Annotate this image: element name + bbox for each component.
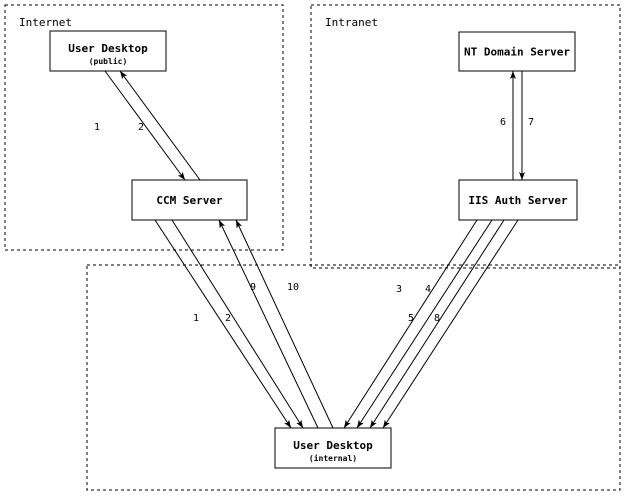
flow-line (382, 219, 519, 429)
node-box-iis-auth-server[interactable] (458, 179, 578, 221)
flow-line (154, 219, 292, 429)
node-box-user-desktop-internal[interactable] (274, 427, 392, 469)
node-box-nt-domain-server[interactable] (458, 31, 576, 72)
flow-step-label-1: 1 (94, 122, 100, 133)
zone-boundary-internal (86, 264, 621, 491)
zone-label-intranet: Intranet (325, 16, 378, 29)
zone-intranet: Intranet (310, 4, 621, 269)
node-box-ccm-server[interactable] (131, 179, 248, 221)
node-iis-auth-server[interactable]: IIS Auth Server (458, 179, 578, 221)
flow-layer (104, 70, 525, 429)
node-title-nt-domain-server: NT Domain Server (464, 46, 570, 59)
flow-step-label-10: 10 (287, 282, 299, 293)
flow-label-layer: 1 2 1 2 9 10 3 4 5 8 6 7 (94, 117, 534, 324)
flow-arrow-4-iis-auth-server-to-user-desktop-internal (356, 219, 493, 429)
flow-step-label-2: 2 (138, 122, 144, 133)
node-user-desktop-internal[interactable]: User Desktop(internal) (274, 427, 392, 469)
flow-step-label-5: 5 (408, 313, 414, 324)
node-title-user-desktop-internal: User Desktop (293, 439, 373, 452)
flow-step-label-4: 4 (425, 284, 431, 295)
flow-arrow-3-iis-auth-server-to-user-desktop-internal (343, 219, 478, 429)
node-box-user-desktop-public[interactable] (49, 30, 167, 72)
flow-line (235, 219, 334, 429)
flow-step-label-7: 7 (528, 117, 534, 128)
node-subtitle-user-desktop-internal: (internal) (309, 453, 357, 463)
flow-step-label-2: 2 (225, 313, 231, 324)
zone-layer: Internet Intranet (4, 4, 621, 491)
node-title-ccm-server: CCM Server (156, 194, 223, 207)
flow-arrow-8-iis-auth-server-to-user-desktop-internal (382, 219, 519, 429)
flow-line (356, 219, 493, 429)
zone-boundary-intranet (310, 4, 621, 269)
zone-boundary-internet (4, 4, 284, 251)
flow-arrow-2-ccm-server-to-user-desktop-internal (171, 219, 304, 429)
node-title-user-desktop-public: User Desktop (68, 42, 148, 55)
flow-arrow-10-user-desktop-internal-to-ccm-server (235, 219, 334, 429)
flow-line (218, 219, 319, 429)
node-title-iis-auth-server: IIS Auth Server (468, 194, 568, 207)
flow-arrow-2-ccm-server-to-user-desktop-public (119, 70, 201, 181)
flow-arrow-1-ccm-server-to-user-desktop-internal (154, 219, 292, 429)
node-nt-domain-server[interactable]: NT Domain Server (458, 31, 576, 72)
node-user-desktop-public[interactable]: User Desktop(public) (49, 30, 167, 72)
flow-line (369, 219, 505, 429)
flow-arrow-5-iis-auth-server-to-user-desktop-internal (369, 219, 505, 429)
flow-step-label-3: 3 (396, 284, 402, 295)
flow-step-label-8: 8 (434, 313, 440, 324)
flow-line (171, 219, 304, 429)
flow-line (119, 70, 201, 181)
flow-arrow-1-user-desktop-public-to-ccm-server (104, 70, 186, 181)
flow-step-label-1: 1 (193, 313, 199, 324)
node-ccm-server[interactable]: CCM Server (131, 179, 248, 221)
flow-line (343, 219, 478, 429)
zone-internet: Internet (4, 4, 284, 251)
node-subtitle-user-desktop-public: (public) (89, 56, 128, 66)
flow-step-label-9: 9 (250, 282, 256, 293)
flow-arrow-9-user-desktop-internal-to-ccm-server (218, 219, 319, 429)
flow-line (104, 70, 186, 181)
zone-internal (86, 264, 621, 491)
flow-step-label-6: 6 (500, 117, 506, 128)
zone-label-internet: Internet (19, 16, 72, 29)
